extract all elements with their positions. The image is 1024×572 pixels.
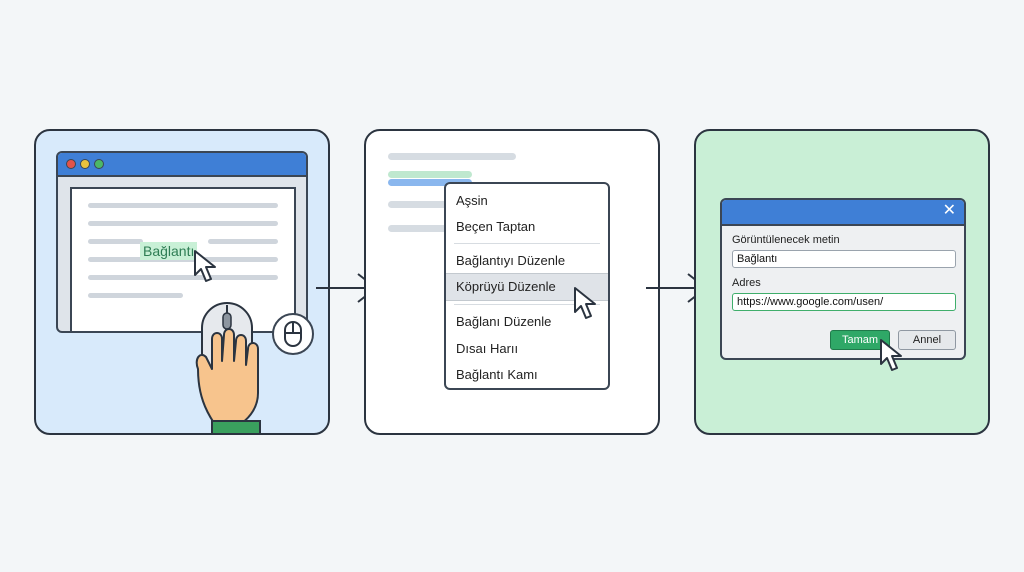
browser-title-bar <box>58 153 306 177</box>
menu-item-selected[interactable]: Köprüyü Düzenle <box>446 273 608 301</box>
text-line <box>88 293 183 298</box>
text-line <box>208 239 278 244</box>
text-line <box>88 275 278 280</box>
mouse-click-badge <box>272 313 314 355</box>
cursor-icon <box>880 339 902 371</box>
context-menu: Aşsin Beçen Taptan Bağlantıyı Düzenle Kö… <box>444 182 610 390</box>
display-text-label: Görüntülenecek metin <box>732 234 840 246</box>
menu-item[interactable]: Bağlanı Düzenle <box>456 314 552 329</box>
text-line <box>88 203 278 208</box>
highlighted-line <box>388 171 472 178</box>
text-line <box>388 153 516 160</box>
menu-item[interactable]: Dısaı Harıı <box>456 341 519 356</box>
selected-link-text[interactable]: Bağlantı <box>140 242 198 260</box>
menu-item[interactable]: Aşsin <box>456 193 488 208</box>
edit-link-dialog: ✕ Görüntülenecek metin Bağlantı Adres ht… <box>720 198 966 360</box>
menu-item[interactable]: Beçen Taptan <box>456 219 536 234</box>
ok-button[interactable]: Tamam <box>830 330 890 350</box>
cursor-icon <box>194 250 216 282</box>
text-line <box>388 225 448 232</box>
text-line <box>88 239 143 244</box>
menu-separator <box>454 304 600 305</box>
minimize-dot-icon <box>80 159 90 169</box>
close-icon[interactable]: ✕ <box>942 202 956 219</box>
text-line <box>88 221 278 226</box>
highlighted-line <box>388 179 472 186</box>
display-text-field[interactable]: Bağlantı <box>732 250 956 268</box>
dialog-title-bar: ✕ <box>722 200 964 226</box>
menu-separator <box>454 243 600 244</box>
browser-window <box>56 151 308 333</box>
text-line <box>388 201 448 208</box>
hand-mouse-icon <box>195 302 261 433</box>
menu-item[interactable]: Bağlantı Kamı <box>456 367 538 382</box>
maximize-dot-icon <box>94 159 104 169</box>
address-field[interactable]: https://www.google.com/usen/ <box>732 293 956 311</box>
close-dot-icon <box>66 159 76 169</box>
cursor-icon <box>574 287 596 319</box>
menu-item[interactable]: Bağlantıyı Düzenle <box>456 253 566 268</box>
step-1-panel: Bağlantı <box>34 129 330 435</box>
address-label: Adres <box>732 277 761 289</box>
right-click-mouse-icon <box>284 321 302 347</box>
cancel-button[interactable]: Annel <box>898 330 956 350</box>
